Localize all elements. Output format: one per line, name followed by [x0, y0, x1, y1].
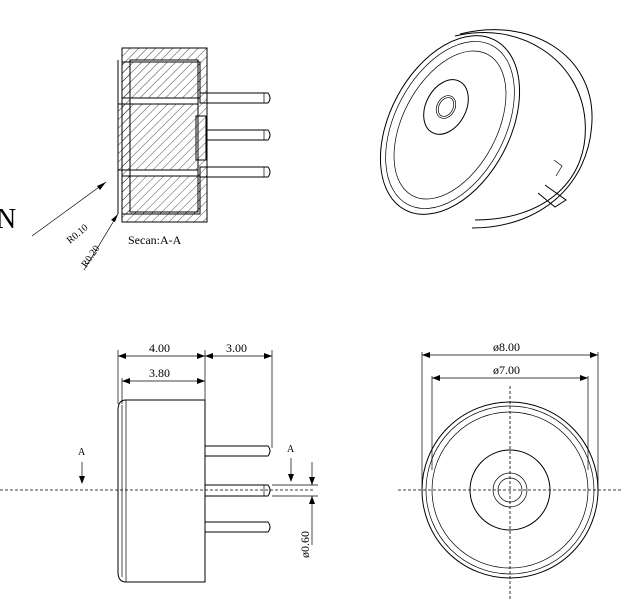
section-view: N R0.10 R0.20 Secan:A-A: [0, 47, 271, 271]
section-core: [117, 103, 199, 171]
dim-overall-length: 4.00: [149, 341, 170, 355]
side-view: 4.00 3.00 3.80 A A ø0.60: [0, 341, 318, 583]
letter-n-label: N: [0, 204, 16, 235]
dim-pin-length: 3.00: [226, 341, 247, 355]
section-top-block: [121, 61, 201, 99]
section-title: Secan:A-A: [128, 233, 182, 247]
front-face: [379, 35, 521, 215]
radius-r020-label: R0.20: [79, 244, 102, 270]
dim-pin-diameter: ø0.60: [298, 531, 312, 558]
center-ring: [423, 79, 469, 135]
isometric-view: [379, 29, 593, 229]
leader-line-r010: [31, 181, 107, 237]
leader-line-r020: [83, 213, 119, 271]
dim-outer-diameter: ø8.00: [493, 340, 520, 354]
radius-r010-label: R0.10: [65, 222, 91, 246]
front-view: ø8.00 ø7.00: [398, 340, 622, 601]
section-pins: [199, 92, 271, 178]
dim-body-length: 3.80: [149, 366, 170, 380]
section-bottom-block: [121, 175, 201, 215]
iso-pin: [537, 184, 567, 208]
dim-inner-diameter: ø7.00: [493, 363, 520, 377]
side-body: [117, 399, 206, 583]
section-mark-right: A: [287, 444, 295, 455]
section-mark-left: A: [78, 447, 86, 458]
